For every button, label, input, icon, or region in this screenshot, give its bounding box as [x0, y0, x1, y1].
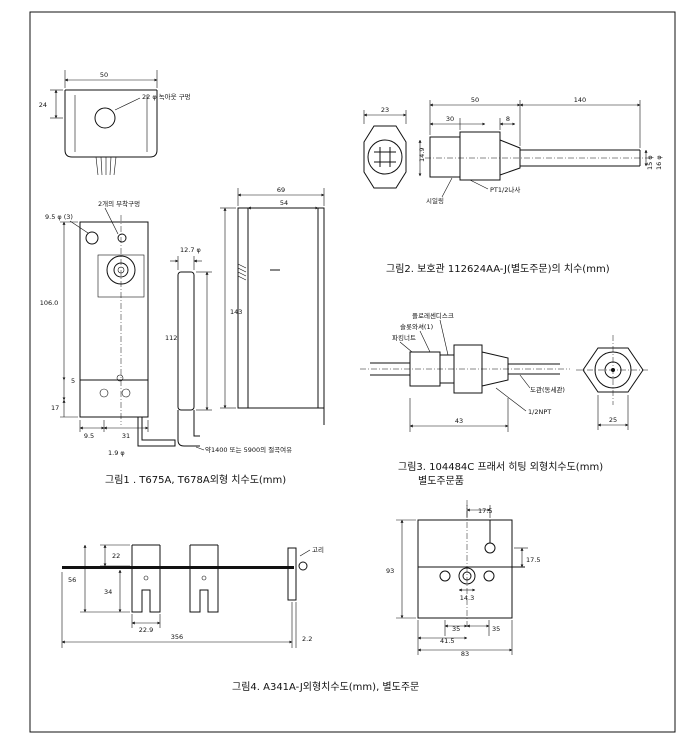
fig2-dim-23: 23: [381, 106, 389, 114]
fig1-capillary-note: 약1400 또는 5900의 절곡여유: [205, 445, 292, 454]
fig1-caption: 그림1 . T675A, T678A외형 치수도(mm): [105, 474, 286, 486]
fig3-label-npt: 1/2NPT: [528, 408, 551, 416]
fig1-top-width: 50: [100, 71, 108, 79]
fig2-hex-view: 23: [363, 106, 407, 189]
fig1-dim-31: 31: [122, 432, 130, 440]
fig2-caption: 그림2. 보호관 112624AA-J(별도주문)의 치수(mm): [386, 263, 610, 275]
fig1-dim-17: 17: [51, 404, 59, 412]
fig2-dim-30: 30: [446, 115, 454, 123]
fig4-side-view: 고리 22 56 34 22.9 356 2.2: [61, 544, 324, 648]
fig3-label-nut: 파킹너트: [392, 333, 416, 342]
fig4-dim-83: 83: [461, 650, 469, 658]
fig3-dim-25: 25: [609, 416, 617, 424]
fig4-caption: 그림4. A341A-J외형치수도(mm), 별도주문: [232, 681, 419, 693]
fig1-side-inner: 54: [280, 199, 288, 207]
fig4-dim-14-3: 14.3: [460, 594, 474, 602]
fig4-dim-22-9: 22.9: [139, 626, 153, 634]
fig1-side-view: 69 54 143: [220, 186, 325, 425]
fig2-dim-left: 14.9: [418, 148, 426, 162]
fig1-top-view: 50 24 22 φ 녹아웃 구멍: [39, 70, 191, 176]
fig4-dim-41-5: 41.5: [440, 637, 454, 645]
fig1-bulb: 12.7 φ 112 약1400 또는 5900의 절곡여유: [165, 246, 292, 454]
fig4-dim-17-5a: 17.5: [478, 507, 492, 515]
fig3-caption-line1: 그림3. 104484C 프래서 히팅 외형치수도(mm): [398, 461, 603, 473]
fig4-ring-label: 고리: [312, 545, 324, 554]
fig1-side-width: 69: [277, 186, 285, 194]
fig1-front-view: 2개의 부착구멍 9.5 φ (3) 106.0 5 17 9.5 31 1.9…: [40, 199, 176, 457]
fig1-knockout-note: 22 φ 녹아웃 구멍: [142, 92, 191, 101]
fig1-bulb-dia2: 12.7 φ: [180, 246, 201, 254]
fig1-bulb-dia: 1.9 φ: [108, 449, 125, 457]
fig2-side-view: 50 140 30 8 14.9 15 φ 16 φ 시일링 PT1/2나사: [418, 96, 663, 205]
fig1-side-height: 143: [230, 308, 242, 316]
fig3-end-view: 25: [576, 335, 650, 430]
fig1-bulb-len: 112: [165, 334, 177, 342]
figure-1: 50 24 22 φ 녹아웃 구멍 2개의 부착구멍 9.5 φ (3): [39, 70, 325, 486]
fig1-top-height: 24: [39, 101, 47, 109]
fig2-seal-label: 시일링: [426, 196, 444, 205]
fig2-dim-140: 140: [574, 96, 586, 104]
fig3-caption-line2: 별도주문품: [418, 475, 464, 487]
fig1-dim-9-5: 9.5: [84, 432, 94, 440]
fig2-dim-8: 8: [506, 115, 510, 123]
fig4-dim-56: 56: [68, 576, 76, 584]
fig1-small-hole: 9.5 φ (3): [45, 213, 73, 221]
fig3-label-disk: 플로레센디스크: [412, 311, 454, 320]
fig4-dim-93: 93: [386, 567, 394, 575]
fig1-front-height: 106.0: [40, 299, 59, 307]
sheet-frame: [29, 11, 676, 733]
fig2-dim-right1: 15 φ: [646, 155, 654, 170]
fig2-dim-50: 50: [471, 96, 479, 104]
figure-2: 23 50 140 30 8 14.9 15 φ: [363, 96, 663, 275]
fig4-dim-2-2: 2.2: [302, 635, 312, 643]
fig2-dim-right2: 16 φ: [655, 155, 663, 170]
fig4-dim-35b: 35: [492, 625, 500, 633]
fig3-label-washer: 슬롯와셔(1): [400, 322, 433, 331]
figure-4: 고리 22 56 34 22.9 356 2.2: [61, 500, 540, 693]
figure-3: 플로레센디스크 슬롯와셔(1) 파킹너트 도관(동세관) 1/2NPT 43: [360, 311, 650, 487]
fig4-front-view: 17.5 17.5 93 14.3 35 35 41.5 83: [386, 500, 540, 658]
fig3-label-tube: 도관(동세관): [530, 385, 565, 394]
fig4-dim-35a: 35: [452, 625, 460, 633]
fig4-dim-22: 22: [112, 552, 120, 560]
fig4-dim-17-5b: 17.5: [526, 556, 540, 564]
fig3-side-view: 플로레센디스크 슬롯와셔(1) 파킹너트 도관(동세관) 1/2NPT 43: [360, 311, 570, 432]
fig4-dim-34: 34: [104, 588, 112, 596]
fig3-dim-43: 43: [455, 417, 463, 425]
fig4-dim-356: 356: [171, 633, 183, 641]
fig2-thread-label: PT1/2나사: [490, 185, 520, 194]
fig1-dim-5: 5: [71, 377, 75, 385]
fig1-mount-hole-note: 2개의 부착구멍: [98, 199, 140, 208]
